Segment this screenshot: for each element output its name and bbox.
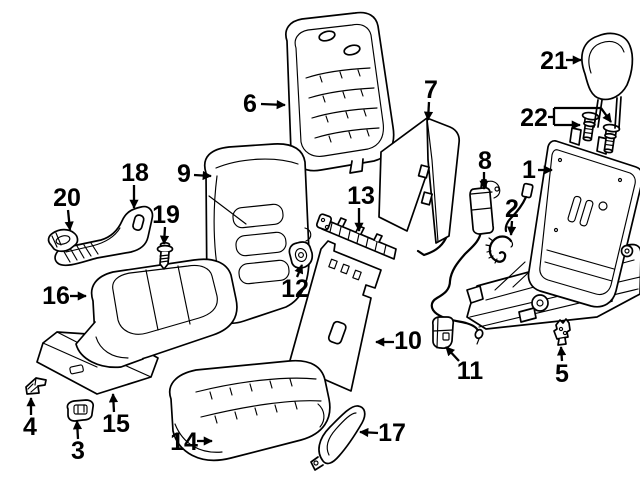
part-6-seat-back-pad	[285, 11, 395, 174]
leader-arrow	[600, 107, 612, 123]
part-number-label: 5	[555, 360, 569, 388]
part-number-label: 2	[505, 195, 519, 223]
part-number-label: 4	[23, 413, 37, 441]
leader-arrow	[72, 420, 83, 440]
part-1-seat-frame	[466, 127, 640, 330]
part-number-label: 22	[520, 104, 548, 132]
callout-22: 22	[520, 104, 612, 132]
callout-16: 16	[42, 282, 87, 310]
part-11-latch-cover	[431, 316, 455, 350]
part-12-guide	[288, 241, 314, 269]
part-number-label: 14	[170, 428, 198, 456]
leader-arrow	[423, 101, 434, 121]
callout-2: 2	[505, 195, 519, 236]
part-2-spring-clip	[485, 235, 514, 264]
callout-20: 20	[53, 184, 81, 231]
leader-arrow	[294, 264, 304, 278]
callout-12: 12	[281, 264, 309, 303]
part-4-clip	[25, 377, 47, 395]
callout-6: 6	[243, 90, 286, 118]
part-number-label: 13	[347, 182, 375, 210]
callout-5: 5	[555, 346, 569, 388]
leader-arrow	[557, 346, 567, 362]
callout-14: 14	[170, 428, 213, 456]
part-17-side-shield	[310, 405, 366, 471]
part-number-label: 10	[394, 327, 422, 355]
part-number-label: 8	[478, 147, 492, 175]
part-8-sensor-module	[430, 179, 534, 345]
part-3-clip-block	[66, 399, 95, 422]
part-number-label: 12	[281, 275, 309, 303]
part-number-label: 3	[71, 437, 85, 465]
part-5-bracket	[553, 318, 571, 346]
callout-11: 11	[445, 346, 484, 385]
callout-4: 4	[23, 397, 37, 441]
callout-1: 1	[522, 156, 553, 184]
part-7-side-cover	[378, 117, 461, 257]
part-10-back-panel	[288, 240, 382, 392]
leader-arrow	[159, 226, 170, 245]
part-number-label: 1	[522, 156, 536, 184]
leader-arrow	[64, 209, 74, 231]
callout-19: 19	[152, 201, 180, 245]
callout-8: 8	[478, 147, 492, 190]
part-number-label: 19	[152, 201, 180, 229]
callout-13: 13	[347, 182, 375, 232]
part-number-label: 17	[378, 419, 406, 447]
part-14-cushion-pad	[168, 359, 331, 462]
part-21-headrest	[581, 32, 634, 129]
leader-arrow	[445, 346, 460, 362]
part-number-label: 21	[540, 47, 568, 75]
part-18-hinge-arm	[54, 205, 154, 267]
leader-arrow	[260, 100, 286, 110]
leader-arrow	[108, 393, 119, 413]
part-number-label: 11	[457, 357, 484, 385]
part-number-label: 20	[53, 184, 81, 212]
callout-7: 7	[423, 76, 438, 121]
leader-arrow	[507, 220, 517, 236]
callout-17: 17	[359, 419, 406, 447]
leader-arrow	[193, 170, 212, 181]
callout-10: 10	[375, 327, 422, 355]
part-number-label: 15	[102, 410, 130, 438]
part-number-label: 9	[177, 160, 191, 188]
callout-15: 15	[102, 393, 130, 438]
callout-3: 3	[71, 420, 85, 465]
callout-21: 21	[540, 47, 582, 75]
part-number-label: 7	[424, 76, 438, 104]
callout-9: 9	[177, 160, 212, 188]
leader-arrow	[359, 427, 379, 438]
part-number-label: 18	[121, 159, 149, 187]
callout-18: 18	[121, 159, 149, 209]
part-number-label: 16	[42, 282, 70, 310]
part-16-cushion-cover	[75, 258, 238, 369]
part-number-label: 6	[243, 90, 257, 118]
